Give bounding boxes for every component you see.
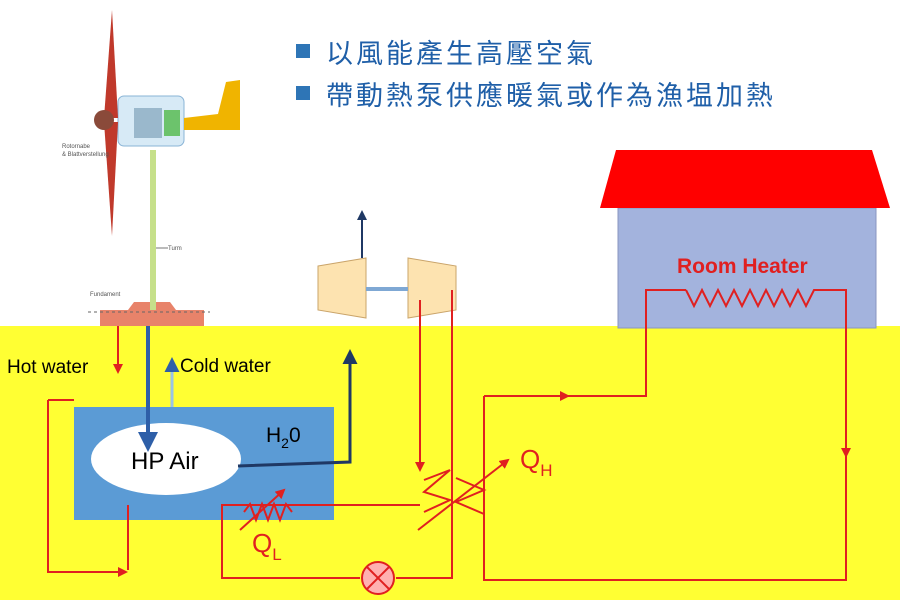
cold-water-label: Cold water [180, 356, 271, 377]
valve-to-exchanger [396, 540, 453, 579]
rotor-label: Rotornabe [62, 144, 91, 150]
hp-air-label: HP Air [131, 448, 199, 475]
turbine-blade-bottom [104, 122, 118, 236]
exchanger-diagonal [417, 458, 510, 531]
turbine-blade-top [104, 10, 118, 118]
room-heater-label: Room Heater [677, 255, 808, 278]
bullet-text: 以風能產生高壓空氣 [326, 38, 596, 70]
compressor-left [317, 257, 367, 319]
ql-label: QL [252, 528, 282, 564]
turbine-foundation [100, 310, 204, 326]
bullet-square-icon [296, 86, 310, 100]
foundation-label: Fundament [90, 292, 121, 298]
hot-water-pipe-loop [47, 400, 128, 577]
bullet-item-2: 帶動熱泵供應暖氣或作為漁塭加熱 [296, 72, 776, 114]
turbine-tower [150, 150, 156, 310]
house-wall [617, 207, 877, 329]
room-heater-supply [483, 289, 847, 581]
house: Room Heater [600, 150, 890, 329]
valve-cross-2 [366, 566, 390, 590]
room-heater-coil [685, 287, 822, 309]
h2o-label: H20 [266, 424, 301, 451]
bullet-text: 帶動熱泵供應暖氣或作為漁塭加熱 [326, 80, 776, 112]
compressor-right [407, 257, 457, 319]
bullet-square-icon [296, 44, 310, 58]
nacelle-generator [164, 110, 180, 136]
room-heater-return [560, 289, 686, 397]
turbine-tail [184, 80, 240, 130]
expansion-valve [361, 561, 395, 595]
evaporator-coil [243, 501, 293, 523]
bullet-item-1: 以風能產生高壓空氣 [296, 30, 776, 72]
rotor-label-2: & Blattverstellung [62, 152, 109, 158]
hot-water-label: Hot water [7, 357, 89, 378]
qh-label: QH [520, 444, 553, 480]
evaporator-loop [221, 504, 420, 579]
evaporator-arrow [239, 488, 286, 531]
bullet-list: 以風能產生高壓空氣 帶動熱泵供應暖氣或作為漁塭加熱 [296, 30, 776, 114]
tower-label: Turm [168, 246, 182, 252]
heat-exchanger-coil-2 [453, 477, 487, 515]
wind-turbine: Turm Fundament Rotornabe & Blattverstell… [62, 10, 240, 326]
hp-air-bubble [91, 423, 241, 495]
house-roof [600, 150, 890, 208]
heat-exchanger-coil [421, 469, 453, 513]
turbine-hub [94, 110, 114, 130]
nacelle-gear [134, 108, 162, 138]
air-turbine [317, 257, 457, 319]
air-feed-pipe [237, 349, 358, 468]
